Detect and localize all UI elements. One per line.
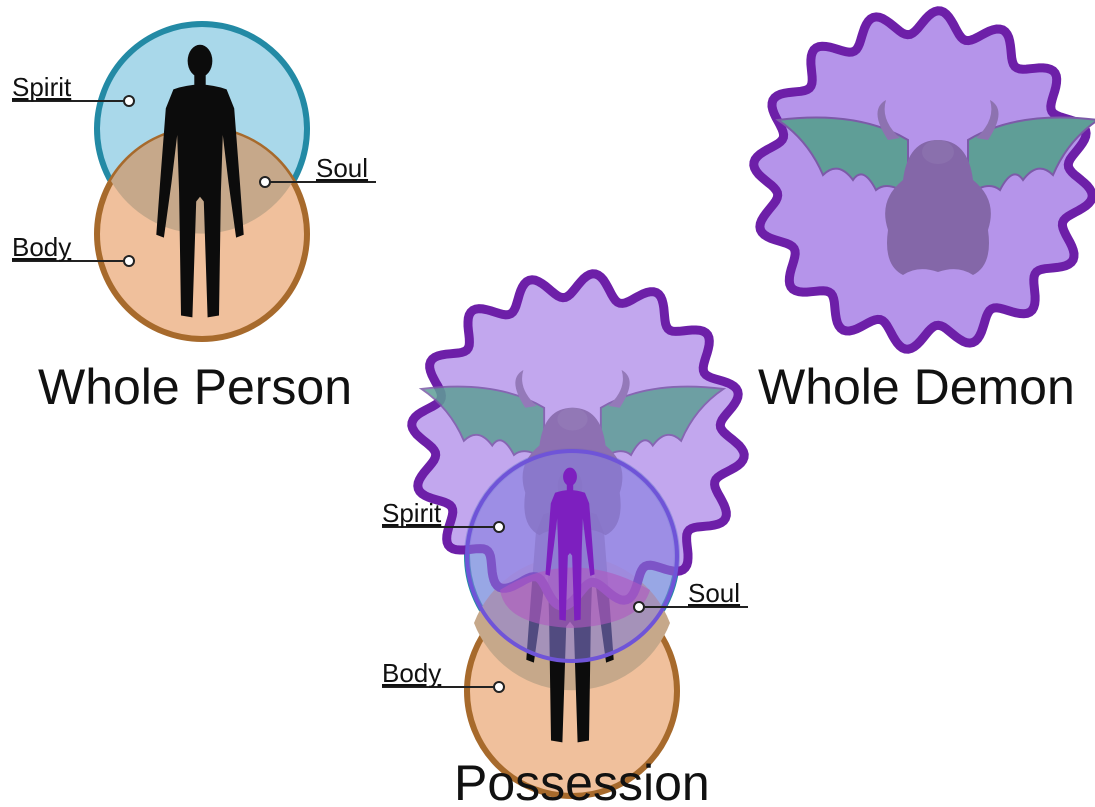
possession-body-label: Body (382, 658, 441, 688)
possession-soul-label: Soul (688, 578, 740, 608)
soul-label: Soul (316, 153, 368, 183)
body-label: Body (12, 232, 71, 262)
whole-demon-group: Whole Demon (754, 11, 1095, 415)
possession-spirit-label: Spirit (382, 498, 442, 528)
possession-title: Possession (454, 755, 710, 807)
whole-demon-title: Whole Demon (758, 359, 1075, 415)
spirit-label: Spirit (12, 72, 72, 102)
possession-group: Spirit Soul Body Possession (382, 274, 748, 807)
whole-person-title: Whole Person (38, 359, 352, 415)
whole-person-group: Spirit Soul Body Whole Person (12, 24, 376, 415)
